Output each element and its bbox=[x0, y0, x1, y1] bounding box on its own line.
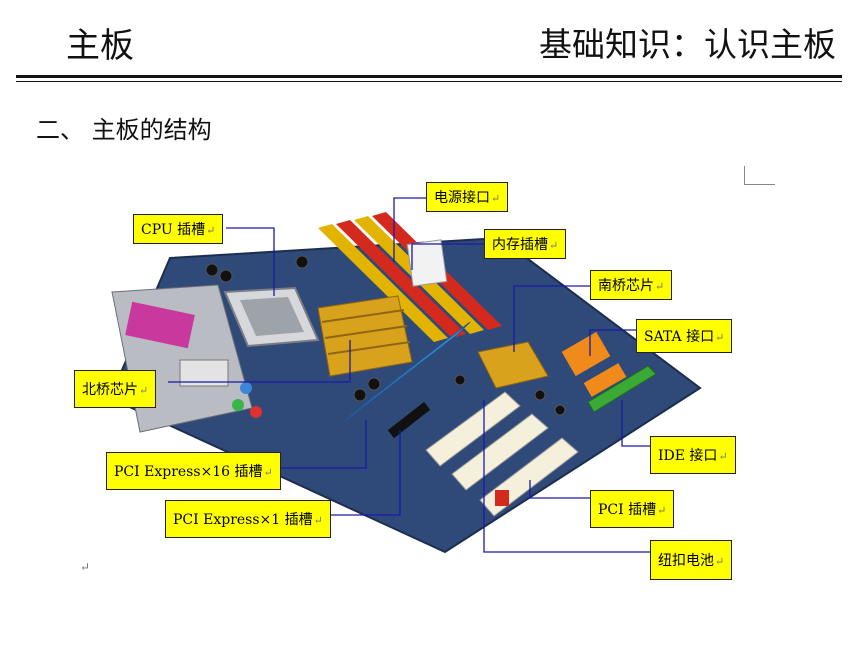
paragraph-mark: ↵ bbox=[80, 560, 91, 574]
power-connector bbox=[406, 239, 448, 287]
southbridge-heatsink bbox=[477, 341, 549, 389]
red-header bbox=[495, 490, 509, 506]
audio-jack-blue bbox=[240, 382, 252, 394]
ide-connector bbox=[587, 365, 657, 413]
leader-pcie1 bbox=[330, 430, 401, 516]
header-title-left: 主板 bbox=[66, 26, 134, 66]
cpu-socket-inner bbox=[240, 297, 304, 336]
pci-slot-2 bbox=[451, 413, 549, 491]
leader-pcie16 bbox=[272, 420, 367, 469]
header-rule-thick bbox=[16, 75, 842, 78]
header-rule-thin bbox=[16, 81, 842, 82]
memory-slot-1 bbox=[318, 224, 448, 342]
label-ide: IDE 接口↵ bbox=[650, 436, 736, 474]
label-southbridge: 南桥芯片↵ bbox=[590, 270, 673, 300]
memory-slot-2 bbox=[336, 220, 466, 338]
label-cpu-socket: CPU 插槽↵ bbox=[133, 214, 224, 244]
label-pcie-x1: PCI Express×1 插槽↵ bbox=[165, 500, 331, 538]
capacitors bbox=[205, 255, 566, 416]
header-title-right: 基础知识：认识主板 bbox=[539, 25, 836, 64]
leader-ide bbox=[621, 400, 650, 447]
label-pcie-x16: PCI Express×16 插槽↵ bbox=[106, 452, 281, 490]
label-memory-slot: 内存插槽↵ bbox=[484, 229, 567, 259]
leader-cpu bbox=[226, 227, 275, 296]
sata-connectors-2 bbox=[583, 363, 627, 397]
label-sata: SATA 接口↵ bbox=[636, 319, 733, 353]
label-power-connector: 电源接口↵ bbox=[426, 182, 509, 212]
leader-memory bbox=[411, 243, 484, 270]
label-battery: 纽扣电池↵ bbox=[650, 540, 733, 580]
section-heading: 二、 主板的结构 bbox=[36, 116, 212, 144]
label-northbridge: 北桥芯片↵ bbox=[74, 370, 157, 408]
leader-northbridge bbox=[168, 340, 351, 383]
page-corner-mark bbox=[744, 166, 775, 185]
label-pci: PCI 插槽↵ bbox=[590, 490, 675, 528]
parallel-port bbox=[125, 301, 195, 349]
leader-battery bbox=[483, 400, 650, 553]
leader-pci bbox=[529, 480, 590, 499]
leader-sata bbox=[589, 329, 636, 356]
sata-connectors bbox=[561, 331, 611, 377]
leader-southbridge bbox=[513, 285, 590, 352]
audio-jack-green bbox=[232, 399, 244, 411]
pcie-x16-slot bbox=[345, 321, 471, 421]
leader-power bbox=[393, 197, 428, 262]
pci-slot-1 bbox=[425, 391, 521, 467]
pcie-x1-slot bbox=[387, 401, 431, 439]
leader-lines bbox=[168, 197, 650, 553]
northbridge-heatsink bbox=[317, 295, 413, 377]
audio-jack-red bbox=[250, 406, 262, 418]
